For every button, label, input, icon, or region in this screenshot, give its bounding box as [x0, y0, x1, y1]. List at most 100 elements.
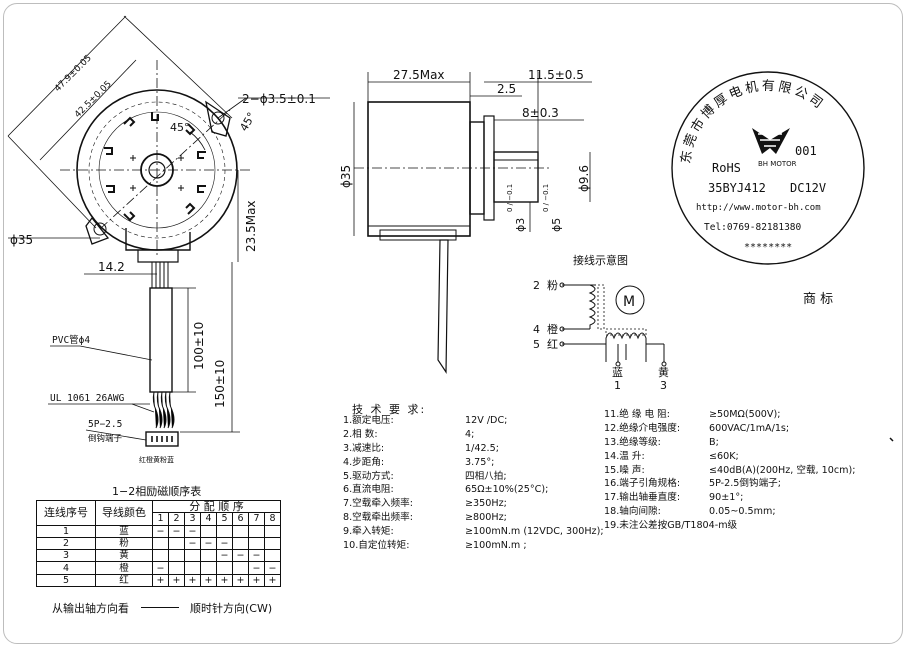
sequence-cell: + [264, 573, 281, 588]
sequence-cell [232, 524, 249, 538]
spec-value: 12V /DC; [465, 415, 508, 426]
conn-label: 5P−2.5 [88, 419, 122, 430]
pvc-sleeve [149, 287, 173, 393]
sequence-cell [168, 561, 185, 575]
side-view: 27.5Max 11.5±0.5 2.5 8±0.3 ϕ35 ϕ9.6 ϕ3 0… [339, 68, 592, 374]
step-number: 4 [200, 512, 217, 526]
spec-value: ≥50MΩ(500V); [709, 409, 781, 420]
product-label: 东莞市博厚电机有限公司 BH MOTOR RoHS 001 35BYJ412 D… [671, 71, 865, 307]
spec-label: 19.未注公差按GB/T1804-m级 [604, 520, 738, 532]
wire-color: 蓝 [95, 524, 153, 538]
sequence-cell: − [152, 524, 169, 538]
dim-lead-100-text: 100±10 [192, 322, 206, 370]
spec-value: ≥350Hz; [465, 498, 507, 510]
sequence-cell: + [216, 573, 233, 588]
pin4-number: 4 [533, 323, 540, 336]
sequence-cell: − [216, 536, 233, 551]
sequence-cell: + [248, 573, 265, 588]
lead-exit [137, 250, 179, 263]
sequence-cell [248, 536, 265, 551]
rohs-mark: RoHS [712, 161, 741, 175]
dim-hole-text: 2−ϕ3.5±0.1 [242, 92, 316, 106]
spec-value: 600VAC/1mA/1s; [709, 422, 790, 434]
sequence-cell [168, 549, 185, 563]
lead-number: 4 [36, 561, 96, 575]
hole-leader [217, 97, 247, 119]
sequence-cell [200, 524, 217, 538]
dim-shaft-tol2-text: 0 / −0.1 [542, 184, 550, 212]
sequence-cell: + [232, 573, 249, 588]
dim-flat-text: 2.5 [497, 82, 516, 96]
spec-label: 10.自定位转矩: [343, 540, 410, 552]
wire-color: 黄 [95, 549, 153, 563]
spec-label: 9.牵入转矩: [343, 526, 394, 538]
coil-b-core [605, 328, 647, 336]
pin2-color: 粉 [547, 279, 558, 292]
lead-housing [125, 228, 191, 251]
side-lead [437, 239, 449, 374]
sequence-cell: − [264, 561, 281, 575]
sequence-cell [200, 561, 217, 575]
connector-body [145, 431, 179, 447]
sequence-cell: − [184, 524, 201, 538]
sequence-cell [264, 524, 281, 538]
sequence-table-title: 1−2相励磁顺序表 [112, 485, 202, 498]
sequence-cell: − [216, 549, 233, 563]
label-circle [671, 71, 865, 265]
spec-label: 4.步距角: [343, 456, 385, 468]
brand-logo-icon [752, 128, 790, 154]
sequence-cell [264, 536, 281, 551]
spec-value: 5P-2.5倒钩端子; [709, 478, 782, 490]
spec-value: B; [709, 436, 719, 448]
lead-number: 1 [36, 524, 96, 538]
sequence-cell: − [200, 536, 217, 551]
spec-value: 4; [465, 428, 475, 440]
spec-value: 四相八拍; [465, 470, 507, 482]
dim-angle-2-text: 45° [237, 110, 258, 133]
dim-shaft-d-text: ϕ3 [514, 218, 527, 232]
front-view: 47.9±0.05 42.5±0.05 45° 45° 2−ϕ3.5±0.1 ϕ… [7, 15, 330, 464]
side-shaft [493, 151, 539, 203]
dim-offset-text: 14.2 [98, 260, 125, 274]
spec-label: 8.空载牵出频率: [343, 512, 413, 524]
step-number: 5 [216, 512, 233, 526]
dim-flat-len-text: 8±0.3 [522, 106, 559, 120]
dim-height-text: 23.5Max [244, 200, 258, 252]
wire-bundle [152, 391, 175, 429]
pvc-label: PVC管ϕ4 [52, 334, 90, 346]
conn-leader [85, 429, 147, 441]
dim-shaft-tol-text: 0 / −0.1 [506, 184, 514, 212]
spec-label: 16.端子引角规格: [604, 478, 681, 490]
sequence-cell: + [184, 573, 201, 588]
direction-left: 从输出轴方向看 [52, 602, 129, 615]
sequence-cell [152, 549, 169, 563]
spec-label: 14.温 升: [604, 450, 645, 462]
step-number: 1 [152, 512, 169, 526]
lead-number: 2 [36, 536, 96, 551]
motor-symbol-label: M [623, 294, 635, 310]
spec-label: 5.驱动方式: [343, 470, 394, 482]
header-sequence: 分 配 顺 序 [152, 499, 281, 514]
rivet-marks [130, 155, 184, 191]
pin3-number: 3 [660, 379, 667, 392]
sequence-cell [184, 549, 201, 563]
term-2 [559, 282, 565, 288]
dim-shaft-len-text: 11.5±0.5 [528, 68, 584, 82]
wire-color: 粉 [95, 536, 153, 551]
spec-label: 2.相 数: [343, 428, 378, 440]
pvc-leader [79, 345, 153, 361]
spec-value: 0.05~0.5mm; [709, 506, 776, 518]
dim-line-mount [39, 59, 137, 161]
spec-value: ≥100mN.m (12VDC, 300Hz); [465, 526, 604, 538]
sequence-cell: − [248, 561, 265, 575]
lead-number: 3 [36, 549, 96, 563]
step-number: 2 [168, 512, 185, 526]
wire-leader-tip [131, 403, 155, 413]
side-body [367, 101, 471, 237]
table-header-row: 连线序号导线颜色分 配 顺 序 [36, 499, 281, 526]
mount-hole-lower [93, 222, 107, 236]
pin5-color: 红 [547, 338, 558, 351]
spec-value: 1/42.5; [465, 442, 499, 454]
